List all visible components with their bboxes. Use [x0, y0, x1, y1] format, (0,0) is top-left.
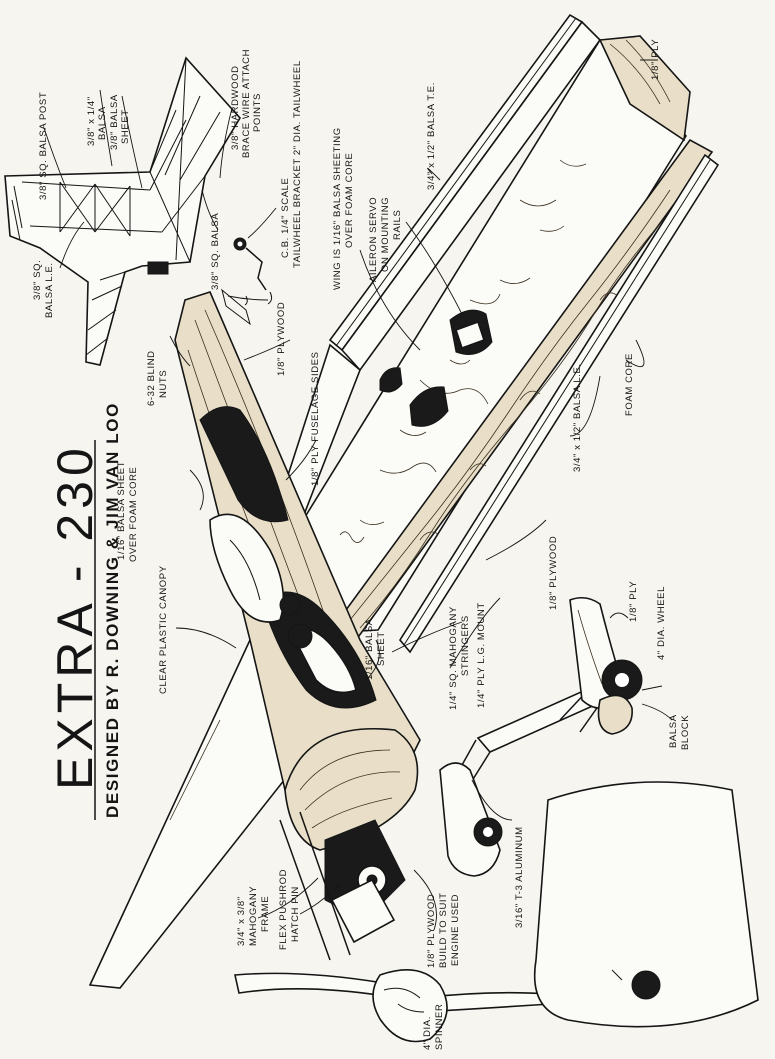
- callout-wing-sheeting: WING IS 1/16" BALSA SHEETING: [332, 127, 343, 290]
- tail-surfaces: [4, 56, 241, 366]
- callout-mahogany-frame: 3/4" x 3/8": [236, 896, 247, 946]
- callout-balsa-sheet-38-b: SHEET: [120, 109, 131, 144]
- callout-balsa-sheet-foam-b: OVER FOAM CORE: [128, 467, 139, 563]
- callout-balsa-le-34: 3/4" x 1/2" BALSA L.E.: [572, 363, 583, 472]
- callout-aileron-servo-b: ON MOUNTING: [380, 197, 391, 272]
- leader-lines: [43, 59, 673, 1013]
- callout-mahogany-stringers: 1/4" SQ. MAHOGANY: [448, 606, 459, 710]
- callout-tailwheel: C.B. 1/4" SCALE: [280, 178, 291, 259]
- callout-plywood-18-top: 1/8" PLYWOOD: [276, 302, 287, 376]
- landing-gear: [439, 596, 643, 877]
- callout-wheel: 4" DIA. WHEEL: [656, 586, 667, 660]
- callout-hardwood-brace: 3/8" HARDWOOD: [230, 65, 241, 150]
- callout-canopy: CLEAR PLASTIC CANOPY: [158, 565, 169, 694]
- propeller-spinner: [234, 969, 551, 1043]
- callout-mahogany-stringers-b: STRINGERS: [460, 615, 471, 676]
- tailwheel-bracket: [221, 237, 273, 326]
- subtitle-block: DESIGNED BY R. DOWNING & JIM VAN LOO: [103, 402, 122, 818]
- fuselage: [88, 291, 421, 989]
- callout-hardwood-brace-c: POINTS: [252, 93, 263, 132]
- cowl: [533, 781, 759, 1028]
- callout-plywood-engine: 1/8" PLYWOOD: [426, 894, 437, 968]
- callout-mahogany-frame-b: MAHOGANY: [248, 886, 259, 946]
- callout-flex-pushrod-b: HATCH PIN: [290, 886, 301, 942]
- callout-hardwood-brace-b: BRACE WIRE ATTACH: [241, 49, 252, 158]
- callout-balsa-3x14-b: BALSA: [97, 106, 108, 140]
- callout-fuselage-sides: 1/8" PLY FUSELAGE SIDES: [310, 351, 321, 486]
- callout-balsa-sheet-38: 3/8" BALSA: [109, 94, 120, 150]
- callout-ply-wheelpant: 1/8" PLY: [628, 581, 639, 622]
- callout-spinner: 4" DIA.: [422, 1016, 433, 1050]
- callout-lg-mount: 1/4" PLY L.G. MOUNT: [476, 602, 487, 708]
- callout-balsa-te: 3/4" x 1/2" BALSA T.E.: [426, 82, 437, 190]
- callout-blind-nuts: 6-32 BLIND: [146, 350, 157, 406]
- callout-mahogany-frame-c: FRAME: [260, 896, 271, 932]
- callout-balsa-sheet-116-b: SHEET: [376, 631, 387, 666]
- callouts: 3/8" SQ. BALSA POST 3/8" x 1/4" BALSA 3/…: [32, 39, 691, 1050]
- title: EXTRA - 230: [47, 443, 103, 790]
- callout-tailwheel-b: TAILWHEEL BRACKET 2" DIA. TAILWHEEL: [292, 60, 303, 268]
- callout-balsa-3x14: 3/8" x 1/4": [86, 96, 97, 146]
- callout-wing-sheeting-b: OVER FOAM CORE: [344, 153, 355, 249]
- callout-aluminum: 3/16" T-3 ALUMINUM: [514, 826, 525, 928]
- subtitle: DESIGNED BY R. DOWNING & JIM VAN LOO: [103, 402, 122, 818]
- callout-balsa-post: 3/8" SQ. BALSA POST: [38, 92, 49, 200]
- callout-foam-core: FOAM CORE: [624, 353, 635, 416]
- callout-ply-18-tip: 1/8" PLY: [650, 39, 661, 80]
- callout-balsa-le-38-b: BALSA L.E.: [44, 262, 55, 318]
- wing-panel: [279, 13, 720, 654]
- title-block: EXTRA - 230: [47, 443, 103, 790]
- callout-blind-nuts-b: NUTS: [158, 370, 169, 398]
- callout-flex-pushrod: FLEX PUSHROD: [278, 869, 289, 950]
- callout-balsa-block: BALSA: [668, 714, 679, 748]
- callout-spinner-b: SPINNER: [434, 1004, 445, 1050]
- callout-balsa-sheet-116: 1/16" BALSA: [364, 618, 375, 680]
- callout-sq-balsa: 3/8" SQ. BALSA: [210, 213, 221, 290]
- callout-plywood-engine-b: BUILD TO SUIT: [438, 892, 449, 968]
- callout-aileron-servo: AILERON SERVO: [368, 197, 379, 282]
- callout-balsa-sheet-foam: 1/16" BALSA SHEET: [116, 461, 127, 560]
- callout-plywood-engine-c: ENGINE USED: [450, 894, 461, 966]
- callout-aileron-servo-c: RAILS: [392, 210, 403, 240]
- callout-balsa-le-38: 3/8" SQ.: [32, 260, 43, 300]
- callout-plywood-18-wing: 1/8" PLYWOOD: [548, 536, 559, 610]
- callout-balsa-block-b: BLOCK: [680, 715, 691, 750]
